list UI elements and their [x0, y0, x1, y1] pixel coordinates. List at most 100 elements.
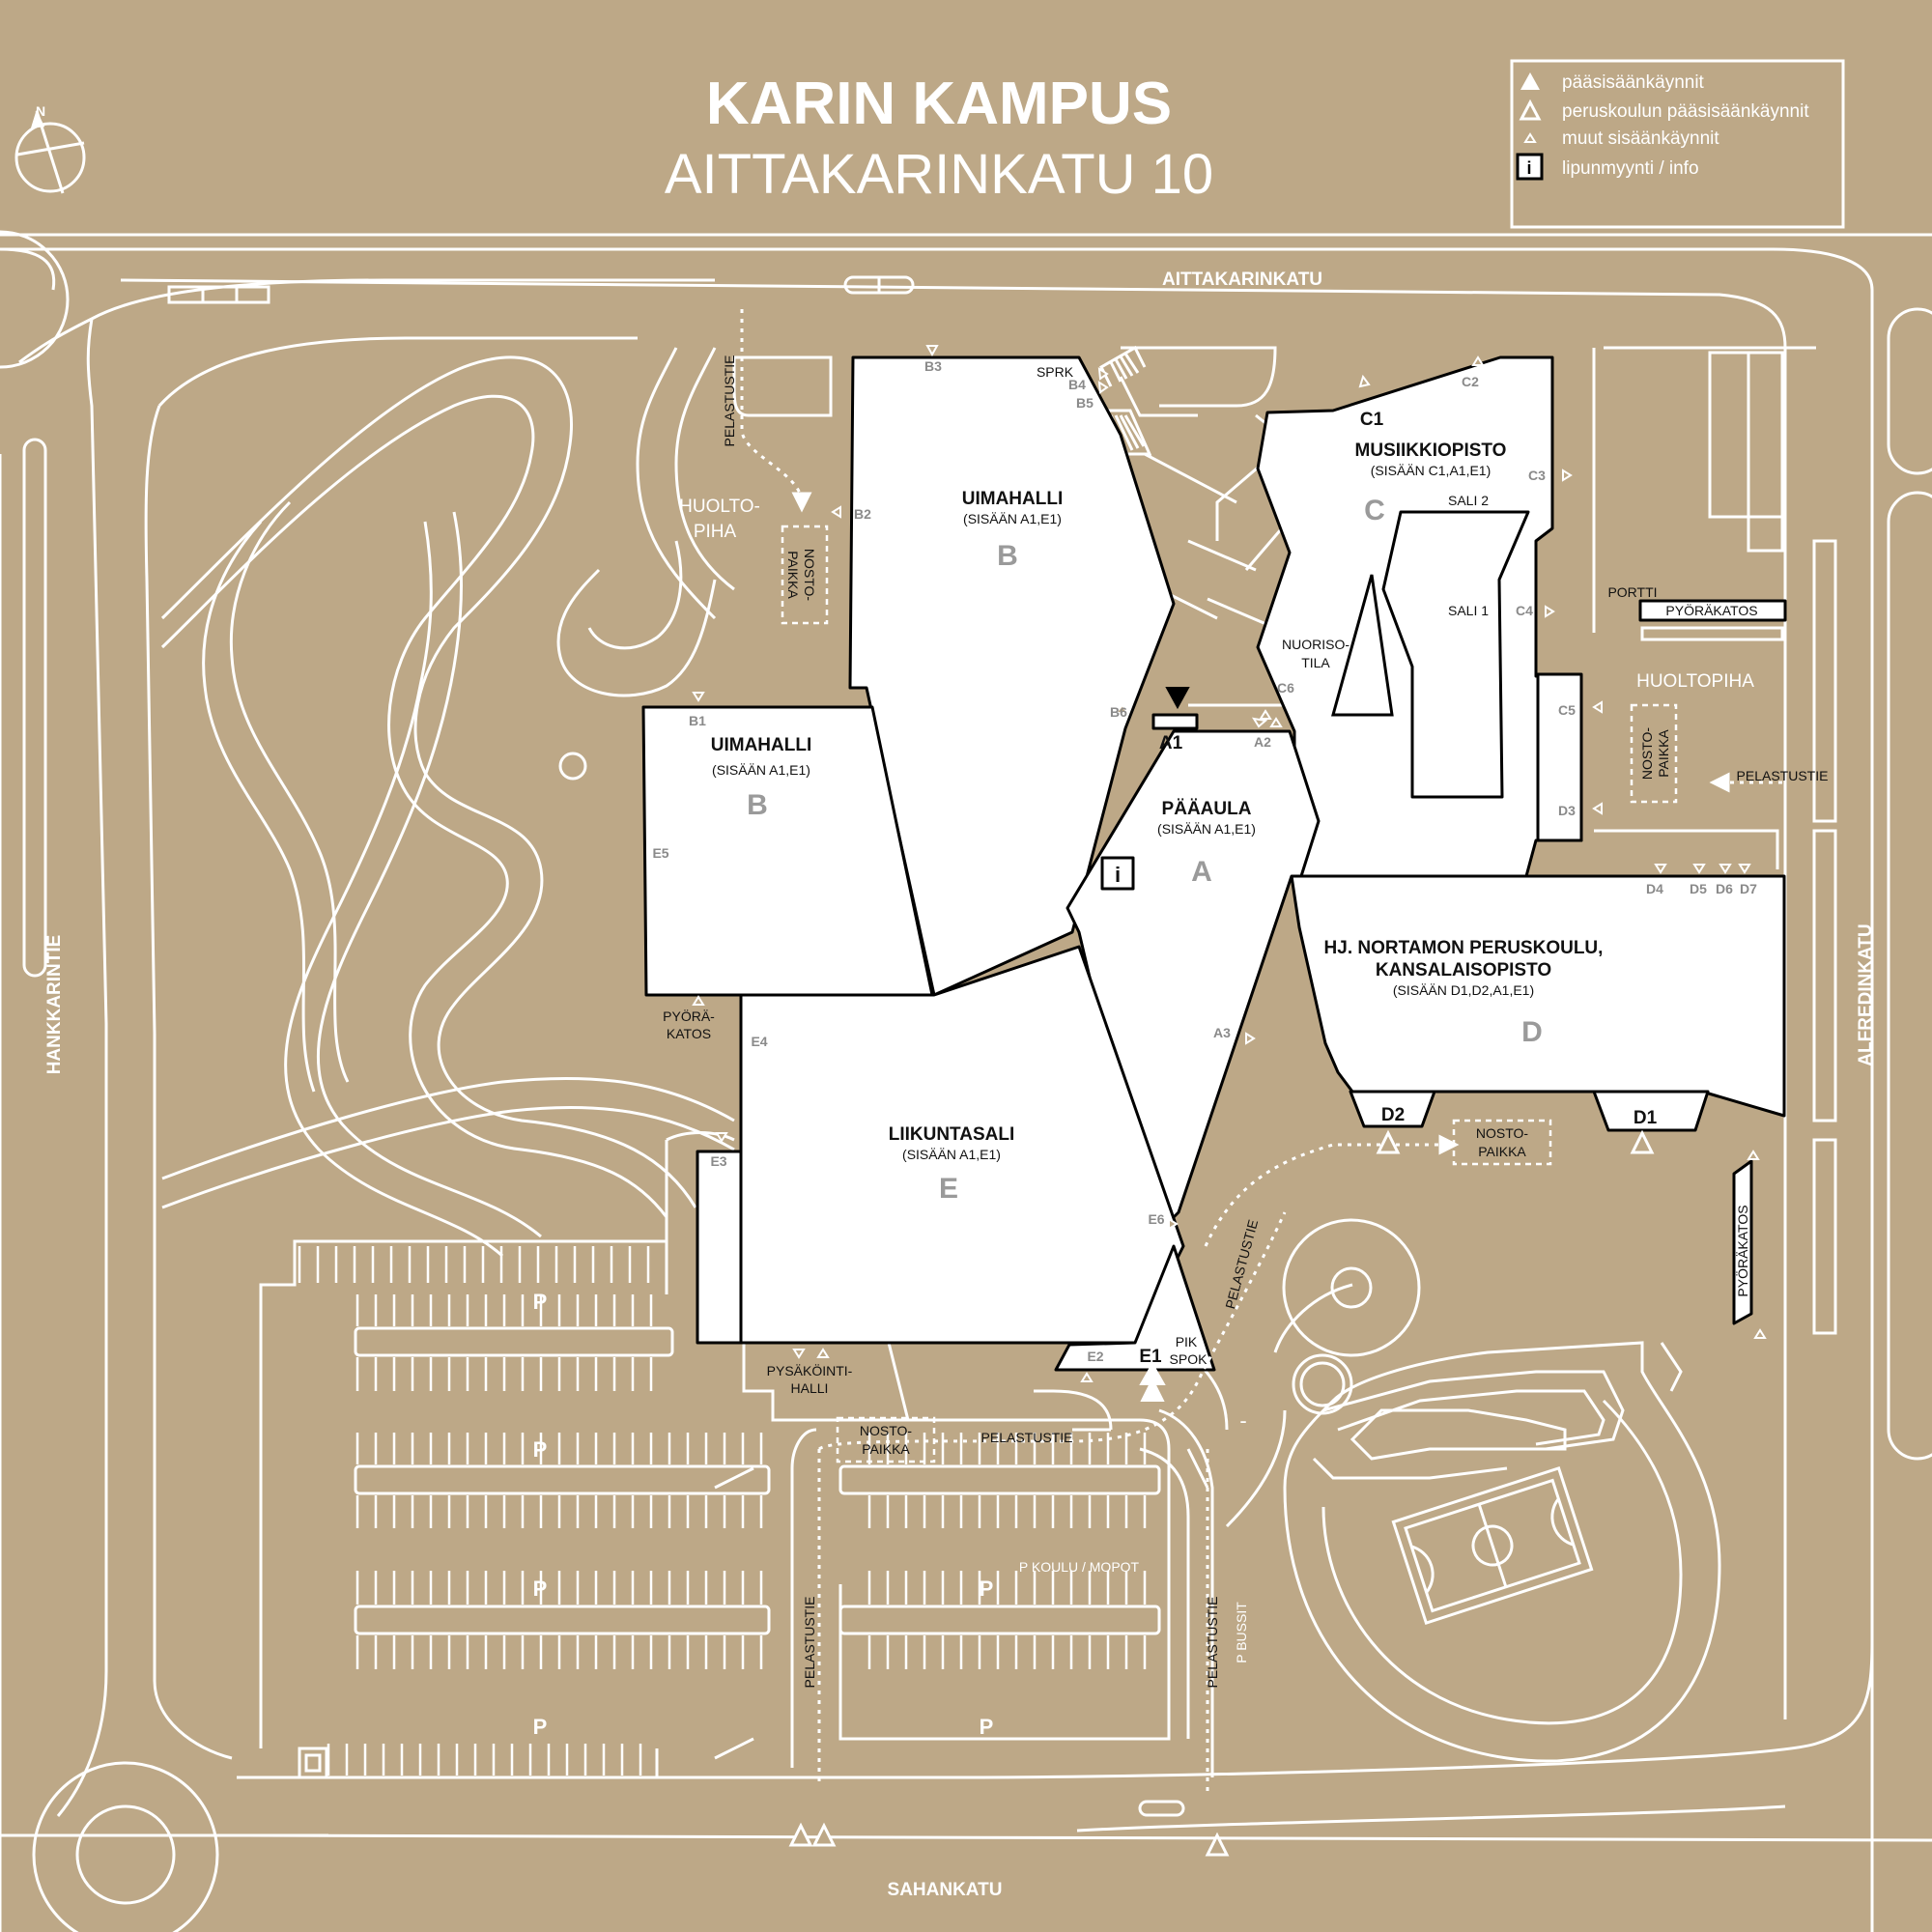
- legend-info-icon: [1516, 153, 1544, 181]
- entrance-d3: D3: [1558, 803, 1576, 818]
- building-d-name-2: KANSALAISOPISTO: [1376, 960, 1551, 980]
- building-b-west-letter: B: [747, 789, 768, 821]
- building-e-name: LIIKUNTASALI: [889, 1124, 1015, 1145]
- huoltopiha-east: HUOLTOPIHA: [1636, 671, 1754, 692]
- building-d-sub: (SISÄÄN D1,D2,A1,E1): [1393, 982, 1534, 998]
- entrance-d7: D7: [1740, 881, 1757, 896]
- nosto-east-1: NOSTO-: [1639, 727, 1655, 781]
- building-e-sub: (SISÄÄN A1,E1): [902, 1147, 1001, 1162]
- nosto-south-2: PAIKKA: [862, 1441, 910, 1457]
- building-c-hall: [1381, 510, 1530, 799]
- building-b-west-sub: (SISÄÄN A1,E1): [712, 762, 810, 778]
- pyorakatos-west-2: KATOS: [667, 1026, 711, 1041]
- huoltopiha-west-1: HUOLTO-: [679, 497, 760, 517]
- pelastustie-mid: PELASTUSTIE: [1222, 1218, 1261, 1311]
- entrance-e6: E6: [1148, 1211, 1164, 1227]
- info-box[interactable]: [1100, 856, 1135, 891]
- huoltopiha-west-2: PIHA: [694, 522, 737, 542]
- building-b-north-sub: (SISÄÄN A1,E1): [963, 511, 1062, 526]
- pelastustie-se: PELASTUSTIE: [1205, 1597, 1220, 1689]
- parking-p6: P: [980, 1715, 994, 1739]
- entrance-e2: E2: [1087, 1349, 1103, 1364]
- parking-stalls: [298, 1246, 1147, 1776]
- school-main-entrance-icon[interactable]: [788, 1129, 1655, 1857]
- building-e1-wing[interactable]: [1054, 1244, 1216, 1372]
- entrance-b5: B5: [1076, 395, 1094, 411]
- building-e1-label: E1: [1139, 1347, 1162, 1367]
- entrance-canopy-a1: [1151, 713, 1199, 730]
- other-entrance-icon[interactable]: [692, 345, 1767, 1382]
- pelastustie-sw: PELASTUSTIE: [802, 1597, 817, 1689]
- entrance-e3: E3: [710, 1153, 726, 1169]
- entrance-a3: A3: [1213, 1025, 1231, 1040]
- p-bussit-label: P BUSSIT: [1234, 1602, 1249, 1663]
- entrance-c4: C4: [1516, 603, 1533, 618]
- compass-north-label: N: [36, 103, 45, 119]
- parking-p3: P: [533, 1577, 548, 1601]
- parking-hall-2: HALLI: [791, 1380, 829, 1396]
- entrance-markers: [692, 345, 1767, 1857]
- dash-mark: -: [1239, 1408, 1246, 1433]
- nosto-west-2: PAIKKA: [785, 551, 801, 599]
- building-a-name: PÄÄAULA: [1162, 799, 1252, 819]
- building-e-letter: E: [939, 1173, 958, 1205]
- portti-label: PORTTI: [1607, 584, 1657, 600]
- compass-icon: [14, 109, 86, 194]
- legend-label-info: lipunmyynti / info: [1562, 158, 1699, 179]
- pyorakatos-south-label: PYÖRÄKATOS: [1734, 1205, 1750, 1296]
- legend-label-school: peruskoulun pääsisäänkäynnit: [1562, 101, 1809, 122]
- building-d1[interactable]: [1592, 1090, 1710, 1132]
- nosto-west-1: NOSTO-: [802, 549, 817, 602]
- building-d-name-1: HJ. NORTAMON PERUSKOULU,: [1324, 938, 1604, 958]
- sprk-label: SPRK: [1037, 364, 1074, 380]
- youth-label-1: NUORISO-: [1282, 637, 1350, 652]
- pelastustie-north: PELASTUSTIE: [722, 355, 737, 447]
- entrance-c1-label: C1: [1360, 410, 1384, 430]
- legend-main-entrance-icon: [1520, 72, 1540, 90]
- building-c-name: MUSIIKKIOPISTO: [1355, 440, 1507, 461]
- legend-label-main: pääsisäänkäynnit: [1562, 72, 1705, 93]
- info-glyph: i: [1115, 863, 1121, 887]
- entrance-b4: B4: [1068, 377, 1086, 392]
- p-koulu-label: P KOULU / MOPOT: [1019, 1559, 1140, 1575]
- entrance-a1-label: A1: [1159, 733, 1183, 753]
- entrance-d5: D5: [1690, 881, 1707, 896]
- building-c-sub: (SISÄÄN C1,A1,E1): [1371, 463, 1492, 478]
- entrance-c6: C6: [1277, 680, 1294, 696]
- parking-p2: P: [533, 1437, 548, 1462]
- pyorakatos-west-1: PYÖRÄ-: [663, 1008, 715, 1024]
- legend-school-entrance-icon: [1519, 99, 1542, 121]
- building-b-north[interactable]: [848, 355, 1176, 997]
- building-b-north-letter: B: [997, 540, 1018, 572]
- entrance-b3: B3: [924, 358, 942, 374]
- street-west: HANKKARINTIE: [44, 935, 65, 1075]
- pelastustie-south: PELASTUSTIE: [981, 1430, 1073, 1445]
- pelastustie-east: PELASTUSTIE: [1737, 768, 1829, 783]
- nosto-south-1: NOSTO-: [860, 1423, 913, 1438]
- building-b-west-name: UIMAHALLI: [711, 735, 811, 755]
- entrance-e4: E4: [751, 1034, 767, 1049]
- main-entrance-icon[interactable]: [1139, 687, 1190, 1402]
- rescue-routes: [740, 309, 1782, 1797]
- building-e-small[interactable]: [696, 1150, 743, 1345]
- pik-label: PIK: [1176, 1334, 1198, 1350]
- street-south: SAHANKATU: [888, 1880, 1003, 1900]
- building-c5-annex[interactable]: [1536, 672, 1583, 842]
- entrance-a2: A2: [1254, 734, 1271, 750]
- map-subtitle: AITTAKARINKATU 10: [665, 143, 1213, 206]
- legend-info-glyph: i: [1526, 158, 1531, 178]
- building-c-letter: C: [1364, 495, 1385, 526]
- parking-hall-1: PYSÄKÖINTI-: [767, 1362, 853, 1378]
- entrance-c2: C2: [1462, 374, 1479, 389]
- building-a-letter: A: [1191, 856, 1212, 888]
- entrance-b2: B2: [854, 506, 871, 522]
- entrance-e5: E5: [652, 845, 668, 861]
- entrance-c3: C3: [1528, 468, 1546, 483]
- building-d-letter: D: [1521, 1016, 1543, 1048]
- building-c-triangle: [1331, 574, 1394, 717]
- building-d[interactable]: [1290, 874, 1786, 1118]
- parking-p4: P: [533, 1715, 548, 1739]
- building-d2[interactable]: [1349, 1090, 1436, 1128]
- spok-label: SPOK: [1170, 1351, 1208, 1367]
